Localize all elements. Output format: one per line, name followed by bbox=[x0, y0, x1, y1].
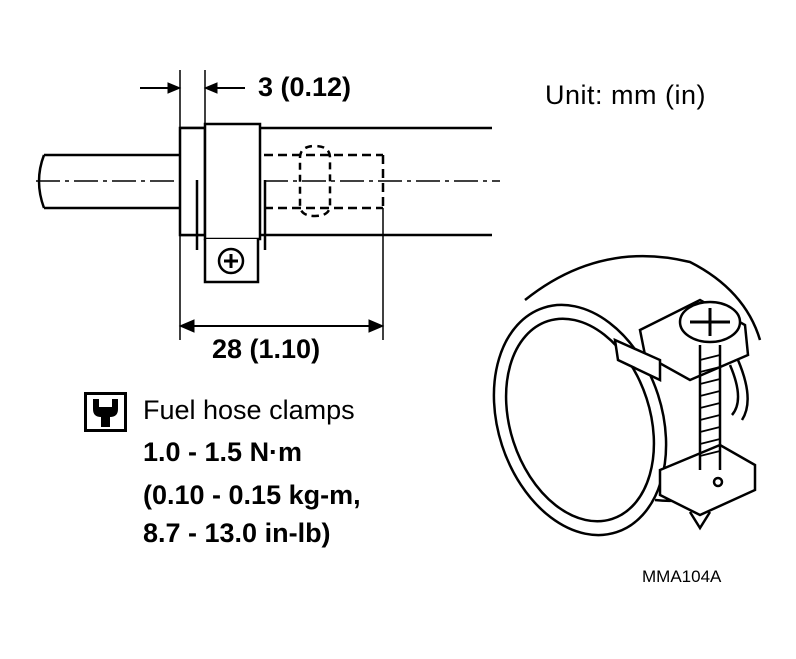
dimension-top-label: 3 (0.12) bbox=[258, 72, 352, 102]
torque-wrench-icon bbox=[84, 392, 127, 432]
unit-label: Unit: mm (in) bbox=[545, 80, 706, 110]
dimension-bottom-label: 28 (1.10) bbox=[212, 334, 321, 364]
hose-clamp-3d-view bbox=[492, 254, 762, 537]
torque-value-inlb: 8.7 - 13.0 in-lb) bbox=[143, 518, 331, 548]
hose-section-view bbox=[36, 70, 500, 340]
torque-value-nm: 1.0 - 1.5 N·m bbox=[143, 437, 303, 467]
figure-code: MMA104A bbox=[642, 567, 722, 586]
torque-value-kgm: (0.10 - 0.15 kg-m, bbox=[143, 480, 361, 510]
torque-title: Fuel hose clamps bbox=[143, 395, 355, 425]
